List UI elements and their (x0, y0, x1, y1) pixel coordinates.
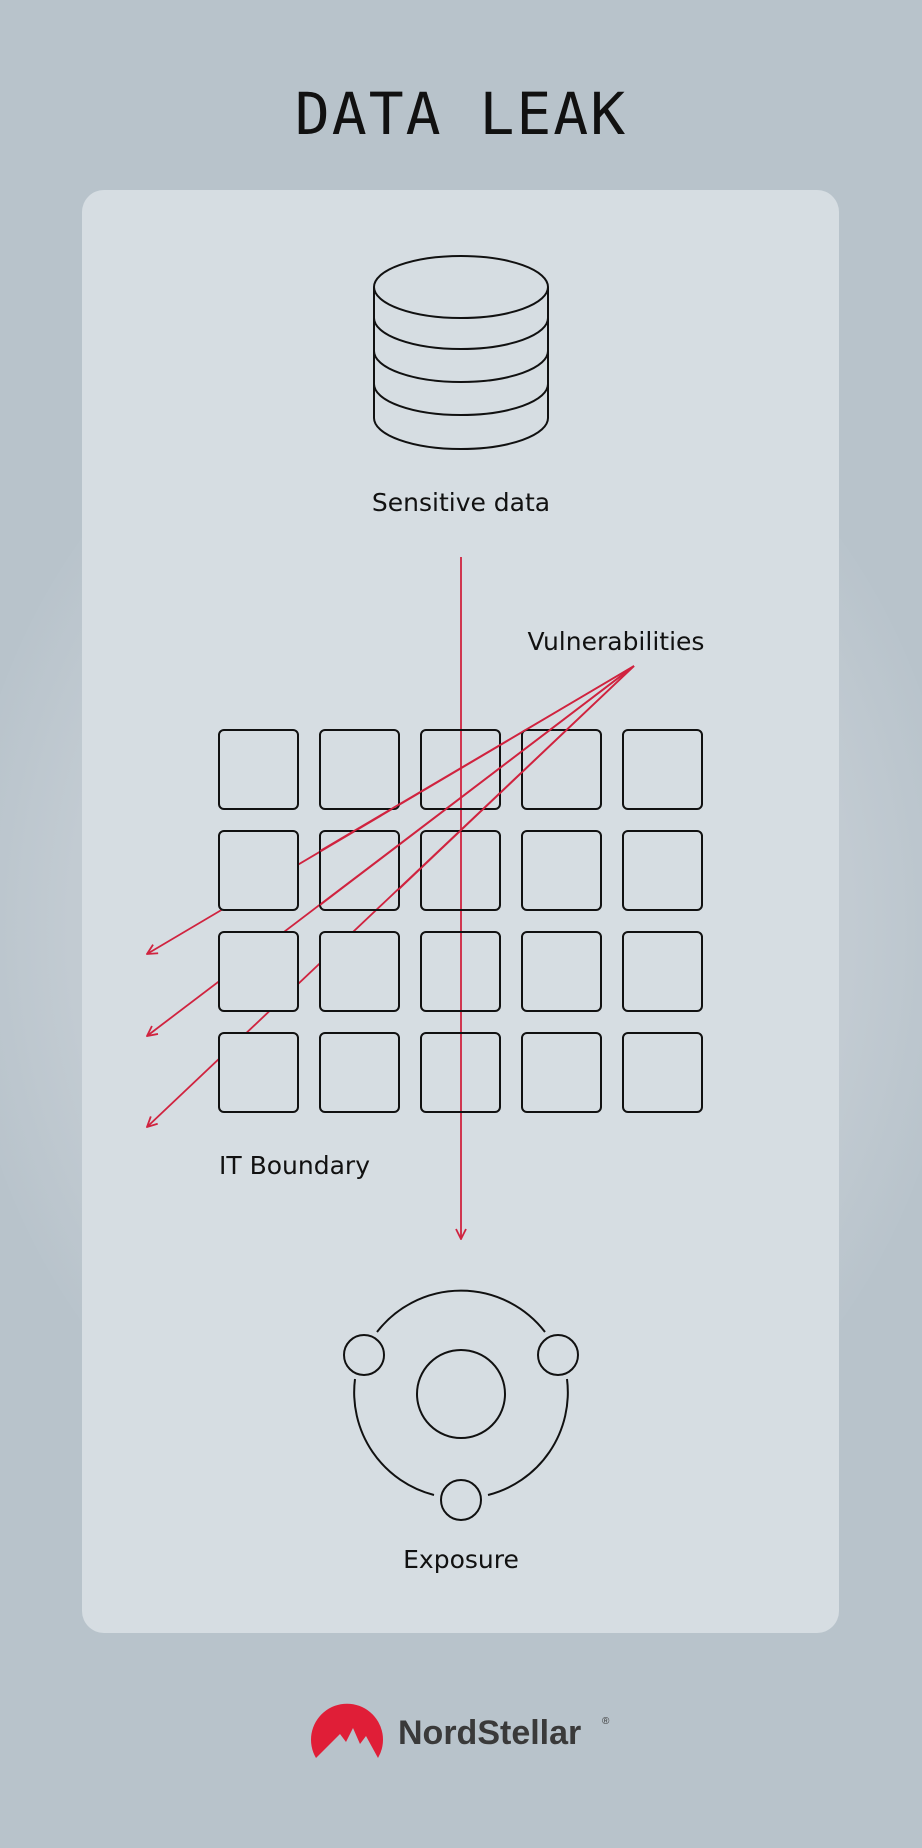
grid-cell (521, 729, 602, 810)
grid-cell (420, 1032, 501, 1113)
grid-cell (521, 931, 602, 1012)
grid-cell (218, 1032, 299, 1113)
brand-registered-mark: ® (602, 1716, 610, 1727)
sensitive-data-label: Sensitive data (372, 488, 550, 517)
grid-cell (319, 931, 400, 1012)
exposure-label: Exposure (403, 1545, 519, 1574)
brand-name: NordStellar (398, 1714, 581, 1752)
exposure-node-right (537, 1334, 579, 1376)
grid-cell (521, 1032, 602, 1113)
grid-cell (319, 830, 400, 911)
grid-cell (218, 830, 299, 911)
grid-cell (622, 729, 703, 810)
nordstellar-logo: NordStellar ® (311, 1703, 610, 1758)
exposure-orbit-top (376, 1289, 546, 1333)
page-title: DATA LEAK (294, 80, 628, 148)
exposure-orbit-left (353, 1378, 435, 1496)
grid-cell (218, 729, 299, 810)
grid-cell (420, 729, 501, 810)
exposure-node-left (343, 1334, 385, 1376)
database-icon (373, 255, 549, 450)
nordstellar-logo-icon (311, 1703, 383, 1758)
grid-cell (420, 931, 501, 1012)
exposure-node-bottom (440, 1479, 482, 1521)
vulnerabilities-label: Vulnerabilities (528, 627, 705, 656)
grid-cell (319, 1032, 400, 1113)
boundary-grid (218, 729, 703, 1113)
grid-cell (218, 931, 299, 1012)
grid-cell (622, 1032, 703, 1113)
exposure-icon (343, 1289, 579, 1521)
grid-cell (319, 729, 400, 810)
exposure-center-circle (416, 1349, 506, 1439)
arrow-segments-in-grid (319, 665, 635, 906)
grid-cell (622, 830, 703, 911)
grid-cell (622, 931, 703, 1012)
it-boundary-label: IT Boundary (219, 1151, 370, 1180)
grid-cell (521, 830, 602, 911)
exposure-orbit-right (487, 1378, 569, 1496)
